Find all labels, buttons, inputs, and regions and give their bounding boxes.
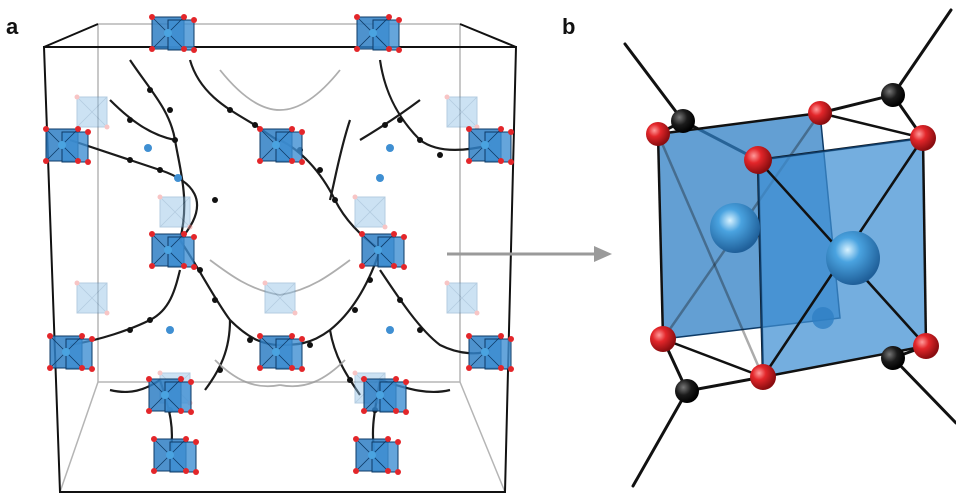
panel-b-label: b — [562, 14, 576, 39]
unit-cell-box — [42, 23, 518, 493]
oxygen-atoms — [646, 101, 939, 390]
linker-network — [69, 59, 491, 456]
metal-atom-left — [710, 203, 760, 253]
zoom-arrow — [447, 246, 612, 262]
panel-a-label: a — [6, 14, 19, 39]
carbon-atoms — [127, 87, 443, 413]
metal-ions-inner — [144, 144, 394, 334]
panel-a-framework — [42, 13, 518, 493]
metal-atom-right — [826, 231, 880, 285]
metal-clusters — [42, 13, 515, 476]
metal-atom-back — [812, 307, 834, 329]
panel-b-sbu — [623, 8, 956, 488]
carbon-atoms-sbu — [671, 83, 905, 403]
